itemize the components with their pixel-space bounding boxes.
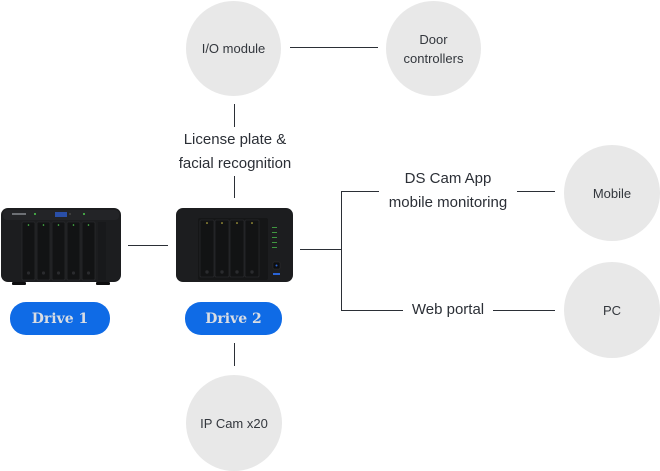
connector-web-pc [493,310,555,311]
connector-dscam-mobile [517,191,555,192]
node-pc: PC [564,262,660,358]
label-recognition-line2: facial recognition [178,155,292,172]
connector-recognition-drive2 [234,176,235,198]
label-ds-cam-line2: mobile monitoring [388,194,508,211]
label-ds-cam-line1: DS Cam App [404,170,492,187]
drive-1-button[interactable]: Drive 1 [10,302,110,335]
node-io-module-label: I/O module [201,41,266,56]
connector-branch-vertical [341,191,342,310]
drive-1-label: Drive 1 [31,310,89,327]
node-ip-cam: IP Cam x20 [186,375,282,471]
connector-io-door [290,47,378,48]
label-ds-cam: DS Cam App mobile monitoring [372,167,524,215]
connector-branch-dscam [341,191,379,192]
label-recognition: License plate & facial recognition [150,128,320,176]
node-io-module: I/O module [186,1,281,96]
node-door-controllers-label-1: Door [419,31,448,47]
label-web-portal: Web portal [403,298,493,322]
node-mobile: Mobile [564,145,660,241]
label-web-portal-text: Web portal [411,301,485,318]
connector-drive2-ipcam [234,343,235,366]
connector-drive1-drive2 [128,245,168,246]
node-ip-cam-label: IP Cam x20 [200,415,268,431]
drive-2-button[interactable]: Drive 2 [185,302,282,335]
connector-branch-web [341,310,403,311]
connector-drive2-branch [300,249,341,250]
node-door-controllers-label-2: controllers [403,50,464,66]
drive-2-label: Drive 2 [205,310,262,327]
nas-drive-1-image [1,208,121,285]
node-mobile-label: Mobile [592,185,632,201]
node-pc-label: PC [602,302,622,318]
label-recognition-line1: License plate & [183,131,287,148]
connector-io-recognition [234,104,235,127]
node-door-controllers: Door controllers [386,1,481,96]
nas-drive-2-image [176,208,293,282]
